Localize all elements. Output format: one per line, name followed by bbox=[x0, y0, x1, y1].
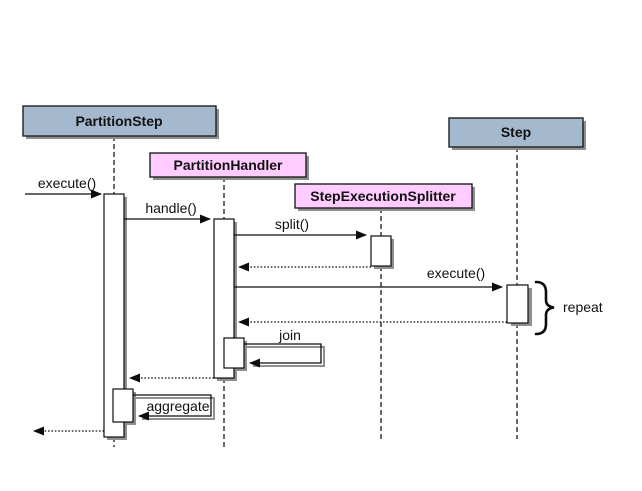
execute-call-label: execute() bbox=[38, 175, 96, 191]
aggregate-self-message bbox=[133, 394, 212, 421]
partitionhandler-box bbox=[149, 152, 307, 178]
activation-step bbox=[506, 284, 529, 324]
split-call-label: split() bbox=[275, 216, 309, 232]
activation-partitionstep bbox=[103, 193, 125, 438]
stepexecutionsplitter-box bbox=[294, 183, 473, 209]
step-label: Step bbox=[501, 124, 531, 140]
handle-call-label: handle() bbox=[145, 200, 196, 216]
partitionstep-box bbox=[22, 105, 217, 137]
join-label: join bbox=[278, 327, 301, 343]
join-loop-shadow bbox=[247, 346, 325, 367]
aggregate-loop-shadow bbox=[136, 397, 215, 420]
join-self-message bbox=[244, 343, 322, 368]
step-box bbox=[448, 117, 584, 148]
repeat-brace bbox=[534, 280, 555, 336]
partitionstep-label: PartitionStep bbox=[75, 113, 162, 129]
activation-join-nested bbox=[223, 337, 245, 369]
partitionhandler-label: PartitionHandler bbox=[174, 157, 283, 173]
activation-stepexecutionsplitter bbox=[370, 235, 392, 267]
aggregate-label: aggregate bbox=[146, 398, 209, 414]
activation-aggregate-nested bbox=[112, 388, 134, 423]
repeat-label: repeat bbox=[563, 299, 603, 315]
stepexecutionsplitter-label: StepExecutionSplitter bbox=[310, 188, 456, 204]
step-execute-call-label: execute() bbox=[427, 265, 485, 281]
